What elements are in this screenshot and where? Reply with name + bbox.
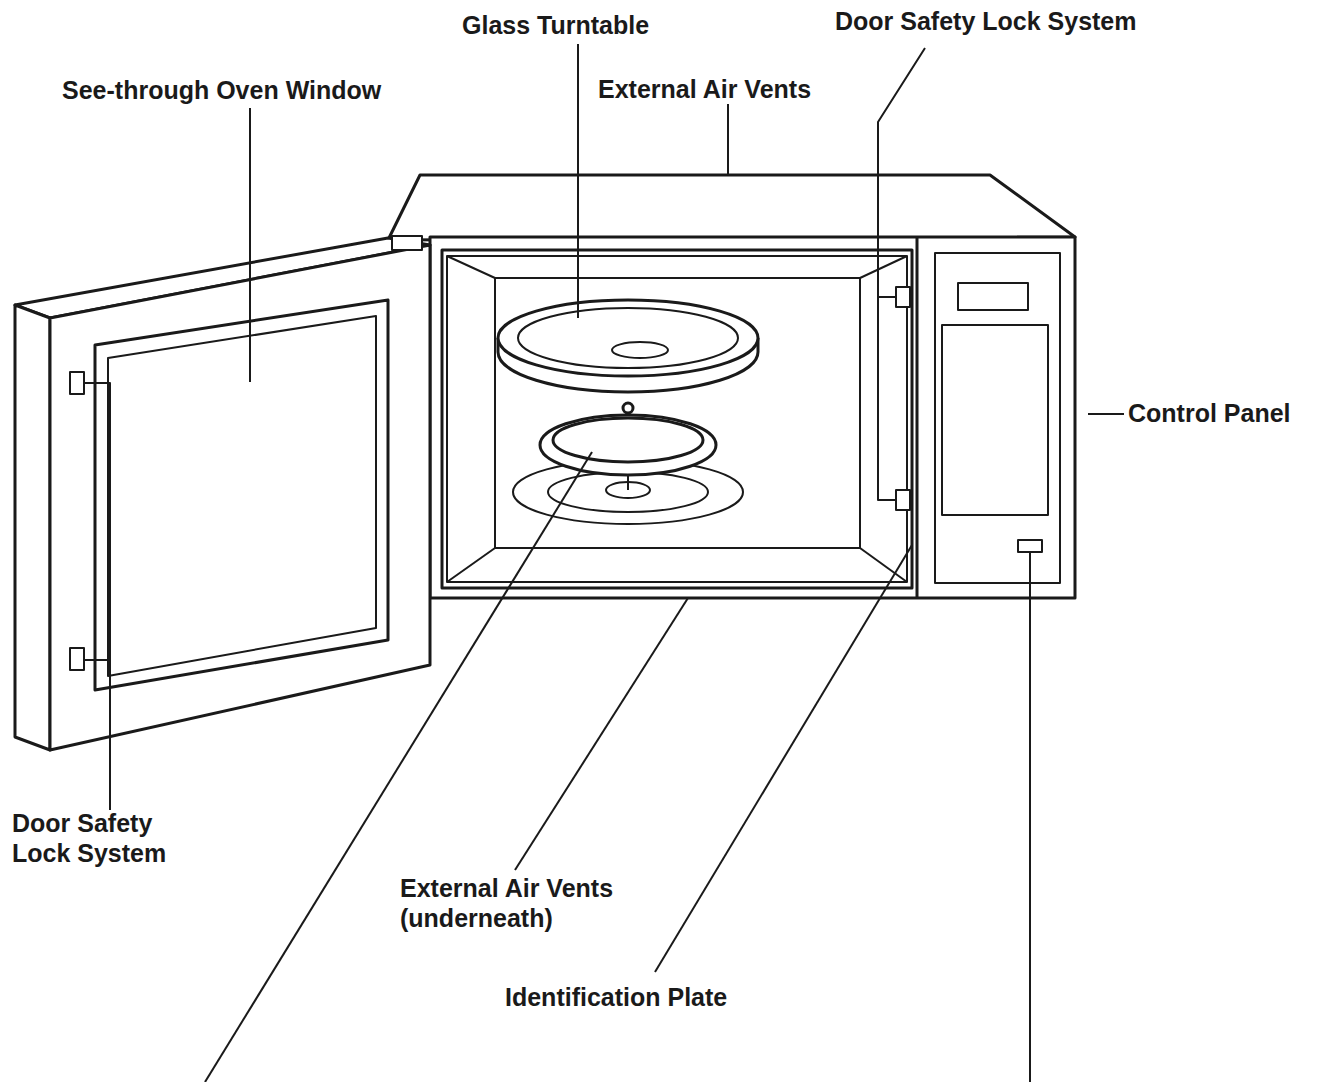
door-hinge [392,236,422,250]
panel-divider [916,237,919,598]
door-latch [896,287,910,307]
part-label: Glass Turntable [462,10,712,40]
cavity-back-wall [495,278,860,548]
turntable-center [612,342,668,358]
leader-line [249,108,251,382]
part-label: Control Panel [1128,398,1333,428]
cabinet-front [430,237,1075,598]
door-hook [70,648,84,670]
door-window-frame [95,300,388,690]
part-label: Door Safety Lock System [12,808,202,868]
door-latch [896,490,910,510]
leader-line [655,545,912,972]
cabinet-top [388,175,1075,240]
roller-ring-inner [553,418,703,462]
keypad [942,325,1048,515]
turntable-inner [518,308,738,368]
leader-line [1088,413,1124,415]
part-label: External Air Vents (underneath) [400,873,660,933]
leader-line [515,598,688,870]
leader-line [878,296,896,298]
leader-line [1029,552,1031,1082]
leader-line [577,44,579,318]
door-front [50,245,430,750]
part-label: Door Safety Lock System [835,6,1215,36]
leader-line [878,48,925,500]
part-label: External Air Vents [598,74,878,104]
cavity-frame [447,256,907,582]
door-side-edge [15,305,50,750]
door-hook [70,372,84,394]
cavity-opening [442,250,912,588]
display [958,283,1028,310]
leader-line [727,104,729,176]
door-button [1018,540,1042,552]
part-label: Identification Plate [505,982,805,1012]
roller-hub [623,403,633,413]
cavity-edge [447,256,495,278]
leader-lines [84,44,1124,1082]
part-label: See-through Oven Window [62,75,472,105]
cavity-edge [860,256,907,278]
leader-line [84,659,110,661]
cavity-edge [447,548,495,582]
control-panel [935,253,1060,583]
roller-ring [540,415,716,475]
leader-line [84,383,110,810]
glass-turntable [498,300,758,376]
oven-window [108,316,376,676]
